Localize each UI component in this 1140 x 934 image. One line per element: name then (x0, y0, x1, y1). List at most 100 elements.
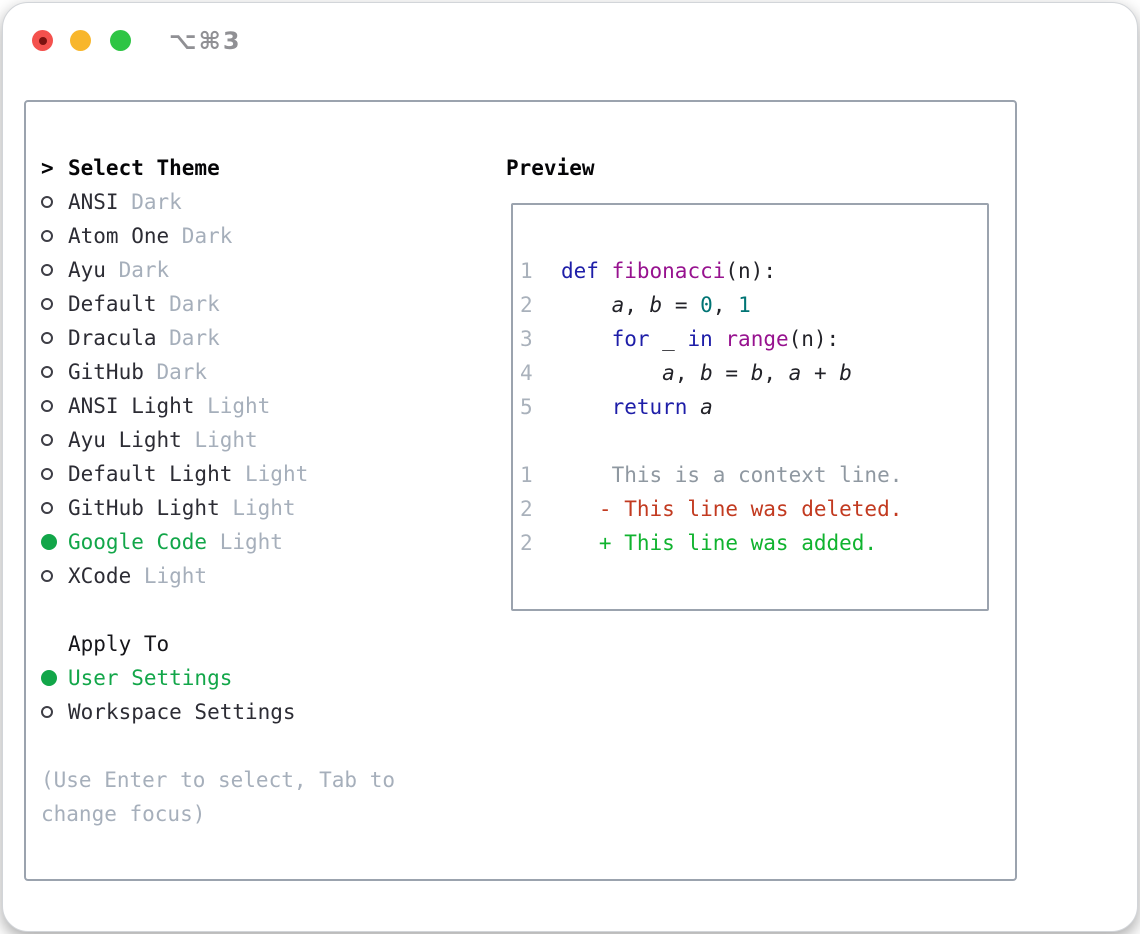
line-text: def fibonacci(n): (561, 259, 776, 283)
radio-cell (41, 196, 68, 208)
theme-variant-tag: Light (245, 462, 309, 486)
radio-cell (41, 400, 68, 412)
apply-option-name: User Settings (68, 666, 233, 690)
line-text: - This line was deleted. (561, 497, 903, 521)
unsaved-changes-dot (38, 36, 47, 45)
theme-option[interactable]: Ayu Light Light (41, 423, 486, 457)
theme-name: Ayu (68, 258, 106, 282)
code-line: 4 a, b = b, a + b (520, 356, 987, 390)
theme-variant-tag: Light (219, 530, 283, 554)
help-line-1: (Use Enter to select, Tab to (41, 768, 396, 792)
preview-title: Preview (506, 156, 595, 180)
line-text: + This line was added. (561, 531, 878, 555)
context-line: 1 This is a context line. (520, 458, 987, 492)
theme-variant-tag: Light (194, 428, 258, 452)
radio-icon (41, 230, 53, 242)
help-line-2: change focus) (41, 802, 206, 826)
radio-cell (41, 670, 68, 686)
radio-cell (41, 332, 68, 344)
radio-cell (41, 264, 68, 276)
blank-line (520, 424, 987, 458)
line-text: This is a context line. (561, 463, 903, 487)
theme-option[interactable]: Default Light Light (41, 457, 486, 491)
theme-name: Ayu Light (68, 428, 182, 452)
theme-name: Google Code (68, 530, 208, 554)
apply-to-header: Apply To (41, 627, 486, 661)
radio-cell (41, 706, 68, 718)
radio-icon (41, 332, 53, 344)
spacer (41, 729, 486, 763)
line-number: 2 (520, 293, 533, 317)
apply-option[interactable]: User Settings (41, 661, 486, 695)
radio-cell (41, 570, 68, 582)
theme-variant-tag: Dark (181, 224, 233, 248)
radio-icon (41, 570, 53, 582)
radio-icon (41, 468, 53, 480)
line-number: 1 (520, 463, 533, 487)
line-number: 4 (520, 361, 533, 385)
line-number: 3 (520, 327, 533, 351)
line-number: 2 (520, 497, 533, 521)
theme-variant-tag: Light (232, 496, 296, 520)
select-theme-header: > Select Theme (41, 151, 486, 185)
theme-name: Dracula (68, 326, 157, 350)
theme-variant-tag: Dark (131, 190, 182, 214)
select-theme-title: Select Theme (68, 156, 220, 180)
theme-name: ANSI (68, 190, 119, 214)
radio-cell (41, 468, 68, 480)
code-line: 2 a, b = 0, 1 (520, 288, 987, 322)
theme-variant-tag: Dark (169, 292, 220, 316)
radio-selected-icon (41, 534, 57, 550)
close-button[interactable] (32, 30, 53, 51)
line-number: 2 (520, 531, 533, 555)
theme-name: Default Light (68, 462, 233, 486)
preview-pane: 1 def fibonacci(n): 2 a, b = 0, 1 3 for _ i… (511, 203, 989, 611)
radio-cell (41, 534, 68, 550)
theme-name: Default (68, 292, 157, 316)
radio-icon (41, 434, 53, 446)
apply-to-title: Apply To (68, 632, 170, 656)
theme-option[interactable]: Google Code Light (41, 525, 486, 559)
line-text: for _ in range(n): (611, 327, 840, 351)
apply-option[interactable]: Workspace Settings (41, 695, 486, 729)
help-text: (Use Enter to select, Tab to change focu… (41, 763, 486, 831)
code-line: 5 return a (520, 390, 987, 424)
code-line: 1 def fibonacci(n): (520, 254, 987, 288)
radio-icon (41, 366, 53, 378)
radio-icon (41, 502, 53, 514)
spacer (41, 593, 486, 627)
line-number: 1 (520, 259, 533, 283)
radio-icon (41, 298, 53, 310)
theme-option[interactable]: ANSI Dark (41, 185, 486, 219)
line-text: a, b = b, a + b (662, 361, 852, 385)
apply-option-name: Workspace Settings (68, 700, 296, 724)
radio-cell (41, 502, 68, 514)
theme-name: XCode (68, 564, 132, 588)
minimize-button[interactable] (70, 30, 91, 51)
maximize-button[interactable] (110, 30, 131, 51)
window-title: ⌥⌘3 (169, 27, 242, 55)
theme-name: ANSI Light (68, 394, 195, 418)
theme-option[interactable]: Default Dark (41, 287, 486, 321)
theme-option[interactable]: GitHub Light Light (41, 491, 486, 525)
radio-icon (41, 706, 53, 718)
theme-option[interactable]: Dracula Dark (41, 321, 486, 355)
radio-cell (41, 366, 68, 378)
theme-variant-tag: Dark (169, 326, 220, 350)
radio-icon (41, 264, 53, 276)
line-number: 5 (520, 395, 533, 419)
theme-name: GitHub Light (68, 496, 220, 520)
focus-caret-icon: > (41, 156, 54, 180)
radio-icon (41, 196, 53, 208)
deleted-line: 2 - This line was deleted. (520, 492, 987, 526)
theme-variant-tag: Dark (156, 360, 208, 384)
